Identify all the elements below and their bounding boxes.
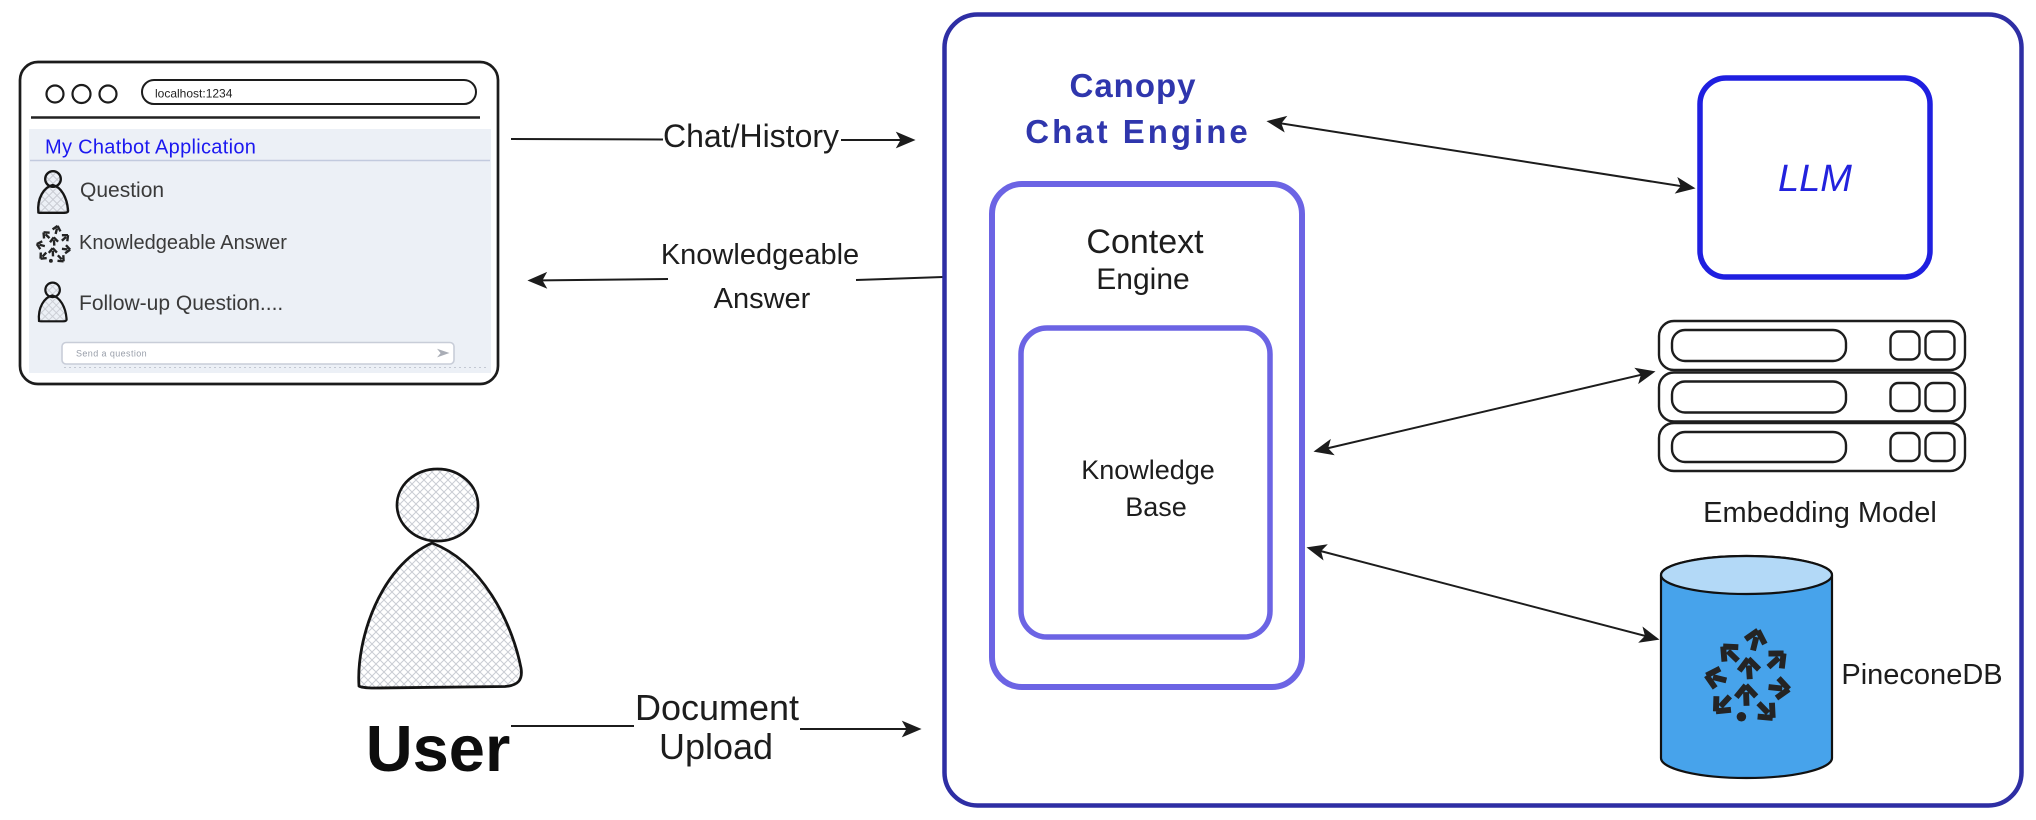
svg-text:Chat/History: Chat/History bbox=[663, 118, 839, 154]
svg-text:localhost:1234: localhost:1234 bbox=[155, 87, 233, 101]
svg-text:Question: Question bbox=[80, 179, 164, 202]
svg-text:Document: Document bbox=[635, 687, 799, 728]
svg-text:Engine: Engine bbox=[1096, 263, 1189, 296]
svg-text:Chat Engine: Chat Engine bbox=[1025, 113, 1251, 150]
svg-text:Knowledgeable Answer: Knowledgeable Answer bbox=[79, 232, 287, 254]
svg-text:Answer: Answer bbox=[714, 283, 811, 315]
svg-text:User: User bbox=[366, 712, 511, 785]
svg-text:My Chatbot Application: My Chatbot Application bbox=[45, 137, 256, 159]
svg-text:Knowledge: Knowledge bbox=[1081, 455, 1215, 485]
svg-text:Embedding Model: Embedding Model bbox=[1703, 497, 1937, 529]
svg-text:LLM: LLM bbox=[1778, 158, 1852, 200]
svg-text:Knowledgeable: Knowledgeable bbox=[661, 239, 859, 271]
svg-text:Send a question: Send a question bbox=[76, 349, 147, 359]
svg-text:PineconeDB: PineconeDB bbox=[1841, 659, 2002, 691]
svg-text:Context: Context bbox=[1086, 223, 1204, 261]
svg-text:Base: Base bbox=[1125, 492, 1187, 522]
svg-text:Canopy: Canopy bbox=[1069, 67, 1196, 104]
svg-text:Upload: Upload bbox=[659, 726, 773, 767]
svg-text:Follow-up Question....: Follow-up Question.... bbox=[79, 292, 283, 315]
